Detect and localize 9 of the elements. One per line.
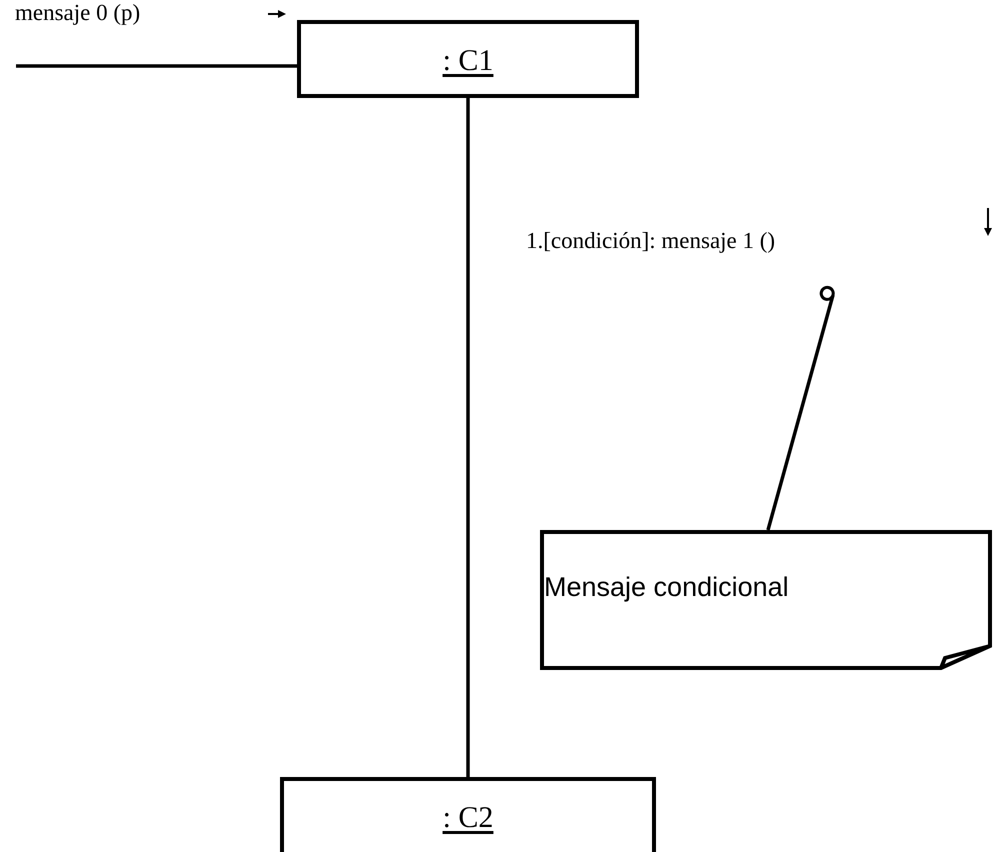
object-box [280,777,656,852]
object-name: : C2 [442,801,494,835]
connector-line [16,64,297,68]
object-name: : C1 [442,44,494,78]
object-box [297,20,639,98]
note-text: Mensaje condicional [544,572,789,603]
connector-line [466,98,470,777]
note-box [540,530,993,670]
leader-line [766,286,835,530]
